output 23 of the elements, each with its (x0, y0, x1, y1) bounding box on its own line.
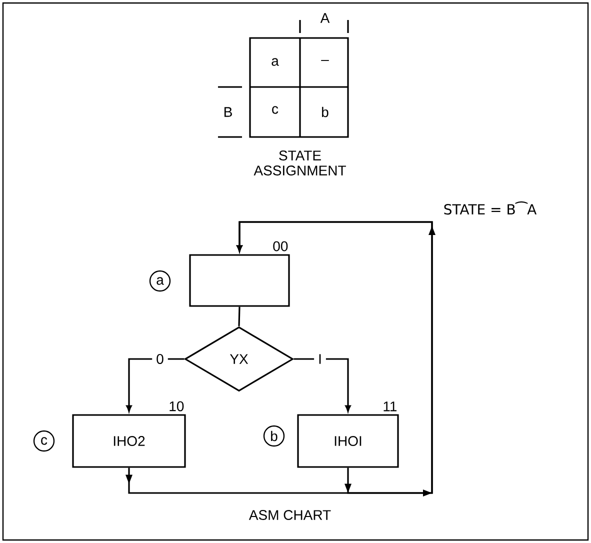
state-box: IHOI (297, 414, 399, 468)
state-code: 10 (170, 401, 184, 412)
cell-label: b (322, 106, 328, 118)
state-box: IHO2 (72, 414, 186, 468)
state-label: c (33, 430, 55, 452)
state-code: 00 (273, 241, 288, 252)
state-label: b (263, 425, 285, 447)
column-label: A (320, 13, 330, 23)
cell-label: – (321, 60, 329, 61)
caption: ASM CHART (248, 510, 331, 520)
edge-label: I (314, 350, 326, 368)
state-box (189, 254, 290, 307)
arrow (126, 358, 184, 412)
caption: STATE ASSIGNMENT (254, 150, 346, 176)
row-label: B (224, 107, 232, 117)
state-label: a (149, 270, 171, 292)
cell-label: c (272, 106, 278, 114)
cell-label: a (272, 58, 279, 66)
state-code: 11 (384, 402, 397, 412)
arrow (236, 221, 433, 494)
arrow (294, 358, 351, 412)
equation-label: STATE = B⁀A (444, 201, 537, 215)
edge-label: 0 (152, 350, 168, 368)
